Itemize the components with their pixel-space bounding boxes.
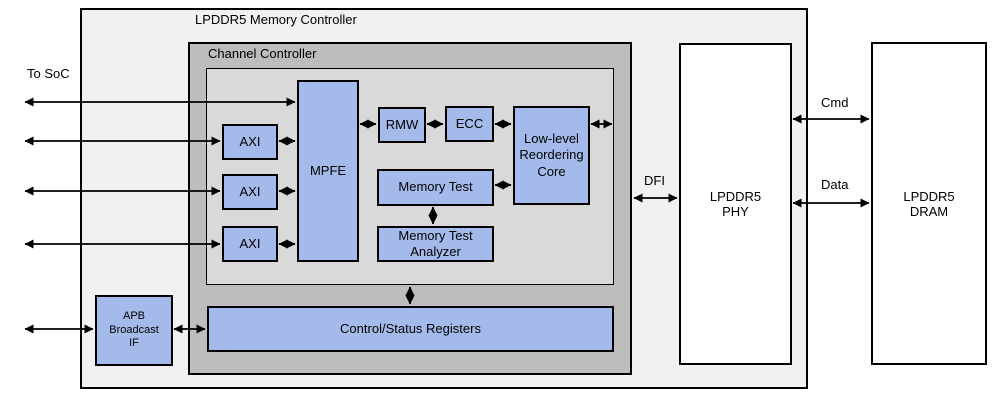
label-to-soc: To SoC <box>27 66 70 81</box>
block-rmw: RMW <box>378 107 426 143</box>
block-axi-2-label: AXI <box>239 235 261 251</box>
block-reordering-core-label: Low-level Reordering Core <box>519 131 584 179</box>
block-apb-label: APB Broadcast IF <box>109 309 159 350</box>
block-axi-1: AXI <box>222 174 278 210</box>
block-memory-test-label: Memory Test <box>398 179 473 195</box>
block-axi-2: AXI <box>222 226 278 262</box>
block-ecc-label: ECC <box>455 115 484 131</box>
block-ecc: ECC <box>445 106 494 142</box>
block-rmw-label: RMW <box>385 116 419 132</box>
memory-controller-title: LPDDR5 Memory Controller <box>195 12 357 27</box>
block-control-status-registers: Control/Status Registers <box>207 306 614 352</box>
block-memory-test: Memory Test <box>377 169 494 206</box>
label-dfi: DFI <box>644 173 665 188</box>
channel-controller-title: Channel Controller <box>208 46 317 61</box>
block-csr-label: Control/Status Registers <box>340 320 481 336</box>
label-data: Data <box>821 177 849 192</box>
block-lpddr5-phy: LPDDR5 PHY <box>679 43 792 365</box>
block-mpfe: MPFE <box>297 80 359 262</box>
block-phy-label: LPDDR5 PHY <box>709 189 762 219</box>
block-lpddr5-dram: LPDDR5 DRAM <box>871 42 987 365</box>
block-axi-0-label: AXI <box>239 133 261 149</box>
block-mpfe-label: MPFE <box>309 162 347 178</box>
block-axi-0: AXI <box>222 124 278 160</box>
label-cmd: Cmd <box>821 95 849 110</box>
block-apb-broadcast-if: APB Broadcast IF <box>95 295 173 366</box>
block-memory-test-analyzer-label: Memory Test Analyzer <box>398 227 473 259</box>
block-reordering-core: Low-level Reordering Core <box>513 106 590 205</box>
block-axi-1-label: AXI <box>239 183 261 199</box>
block-dram-label: LPDDR5 DRAM <box>903 188 955 219</box>
block-memory-test-analyzer: Memory Test Analyzer <box>377 226 494 262</box>
